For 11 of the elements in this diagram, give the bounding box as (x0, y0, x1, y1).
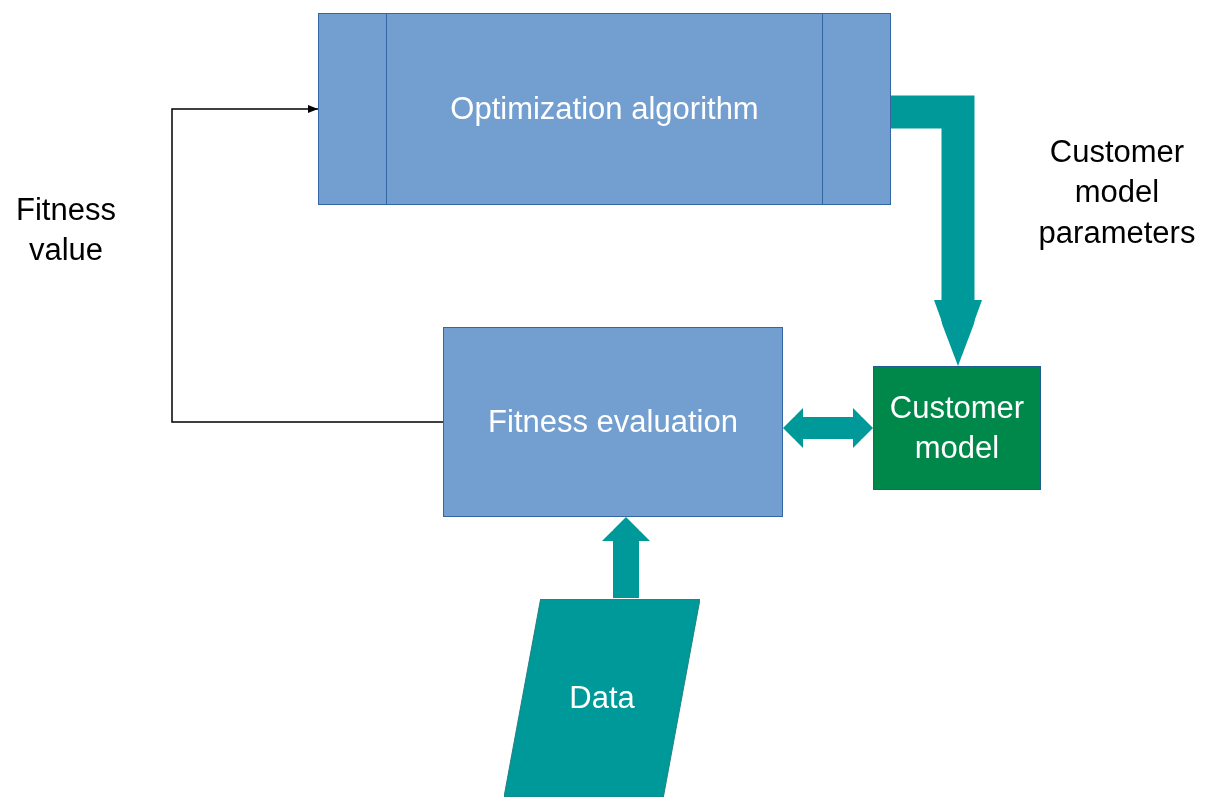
box-label: Customer model (888, 388, 1026, 467)
model-box (873, 366, 1041, 490)
predefined-process-box (318, 13, 891, 205)
arrow (891, 95, 982, 366)
arrow (171, 105, 444, 423)
box-label: Data (568, 678, 636, 717)
process-box (443, 327, 783, 517)
box-label: Optimization algorithm (449, 89, 760, 128)
arrow (602, 517, 650, 598)
arrow (783, 408, 873, 448)
box-label: Fitness evaluation (487, 402, 739, 441)
